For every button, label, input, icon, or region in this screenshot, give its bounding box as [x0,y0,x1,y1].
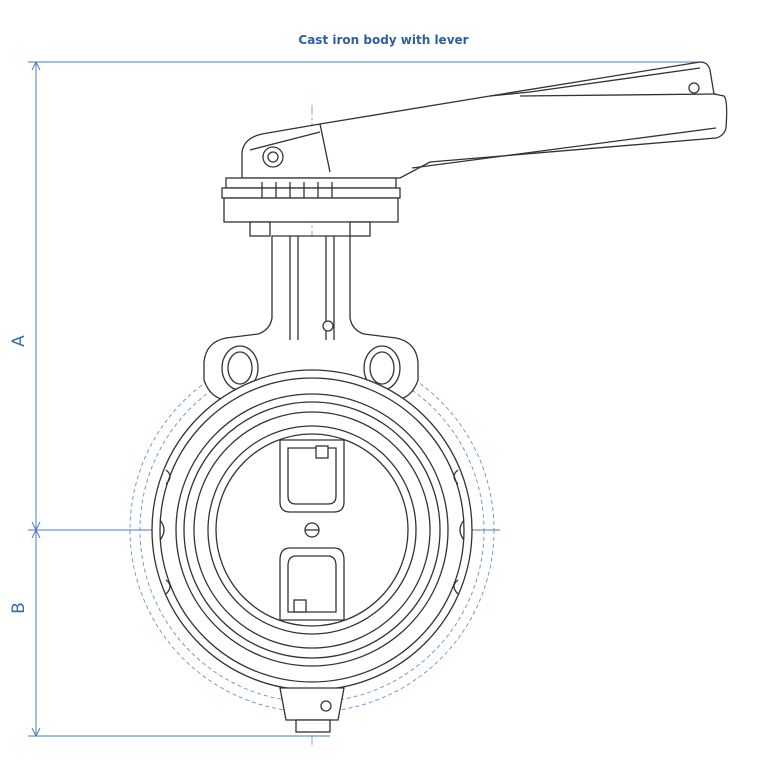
dimension-a-label: A [9,335,29,347]
valve-neck [203,221,419,401]
bottom-trunnion [279,687,345,733]
head-plate [221,177,401,223]
upper-lugs [221,345,401,391]
dimension-b-label: B [9,602,29,614]
lever-handle [241,61,728,179]
valve-disc [279,439,345,621]
drawing-title: Cast iron body with lever [298,33,469,47]
